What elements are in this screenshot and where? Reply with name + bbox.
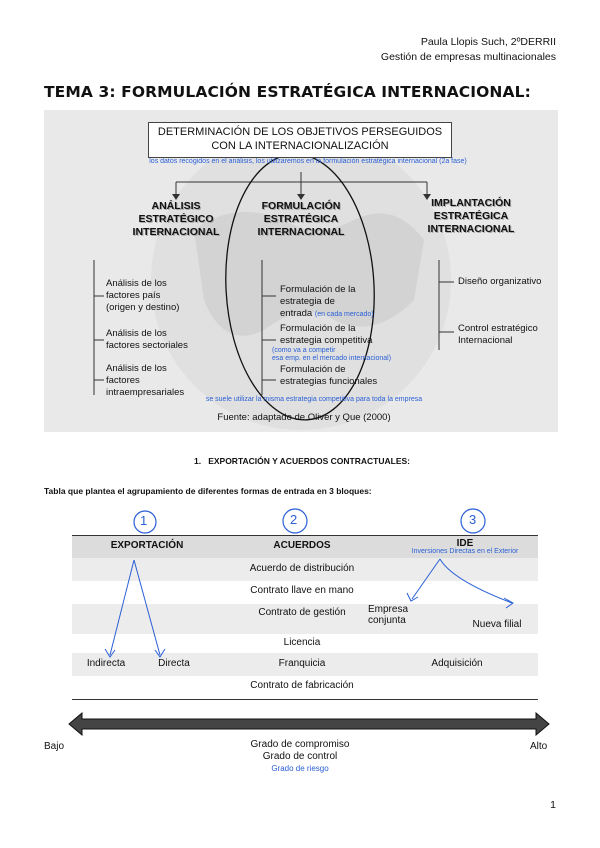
page-number: 1 xyxy=(550,799,556,811)
table-header-row xyxy=(72,535,538,559)
box-note: los datos recogidos en el análisis, los … xyxy=(149,158,467,165)
header-course: Gestión de empresas multinacionales xyxy=(380,51,556,63)
acuerdo-distribucion: Acuerdo de distribución xyxy=(249,563,355,574)
objectives-box: DETERMINACIÓN DE LOS OBJETIVOS PERSEGUID… xyxy=(148,122,452,158)
table-row xyxy=(72,653,538,676)
section-heading: 1. EXPORTACIÓN Y ACUERDOS CONTRACTUALES: xyxy=(194,456,410,466)
header-ide: IDE xyxy=(456,538,474,549)
ide-adquisicion: Adquisición xyxy=(431,658,483,669)
acuerdo-franquicia: Franquicia xyxy=(278,658,326,669)
col2-item-1-note: (en cada mercado) xyxy=(314,311,374,318)
header-acuerdos: ACUERDOS xyxy=(273,540,331,551)
box-line1: DETERMINACIÓN DE LOS OBJETIVOS PERSEGUID… xyxy=(157,126,443,138)
circled-numbers xyxy=(133,508,486,534)
acuerdo-licencia: Licencia xyxy=(283,637,321,648)
scale-high: Alto xyxy=(530,741,548,752)
col3-item-1: Diseño organizativo xyxy=(458,276,542,287)
figure-background xyxy=(93,130,454,430)
circled-2: 2 xyxy=(290,512,298,527)
table-row xyxy=(72,676,538,700)
ide-nueva-filial: Nueva filial xyxy=(472,619,522,630)
col2-bottom-note: se suele utilizar la misma estrategia co… xyxy=(205,396,423,403)
scale-riesgo: Grado de riesgo xyxy=(271,764,329,773)
header-author: Paula Llopis Such, 2ºDERRII xyxy=(420,36,556,48)
acuerdo-fabricacion: Contrato de fabricación xyxy=(250,680,354,691)
ide-note: Inversiones Directas en el Exterior xyxy=(411,548,519,555)
page-title: TEMA 3: FORMULACIÓN ESTRATÉGICA INTERNAC… xyxy=(44,83,531,101)
lead-text: Tabla que plantea el agrupamiento de dif… xyxy=(44,486,372,496)
circled-3: 3 xyxy=(469,512,477,527)
acuerdo-llave-mano: Contrato llave en mano xyxy=(250,585,354,596)
circled-1: 1 xyxy=(140,513,148,528)
export-directa: Directa xyxy=(158,658,190,669)
box-line2: CON LA INTERNACIONALIZACIÓN xyxy=(211,140,389,152)
annotation-arrows xyxy=(104,558,514,658)
table-row xyxy=(72,558,538,581)
scale-labels: Grado de compromiso Grado de control Gra… xyxy=(210,739,390,775)
strategy-figure: DETERMINACIÓN DE LOS OBJETIVOS PERSEGUID… xyxy=(44,110,558,432)
export-indirecta: Indirecta xyxy=(86,658,126,669)
acuerdo-gestion: Contrato de gestión xyxy=(258,607,346,618)
degree-scale-arrow xyxy=(68,712,550,736)
header-exportacion: EXPORTACIÓN xyxy=(110,540,184,551)
scale-compromiso: Grado de compromiso xyxy=(250,739,350,750)
figure-source: Fuente: adaptado de Oliver y Que (2000) xyxy=(217,412,391,423)
scale-low: Bajo xyxy=(44,741,65,752)
scale-control: Grado de control xyxy=(262,751,338,762)
